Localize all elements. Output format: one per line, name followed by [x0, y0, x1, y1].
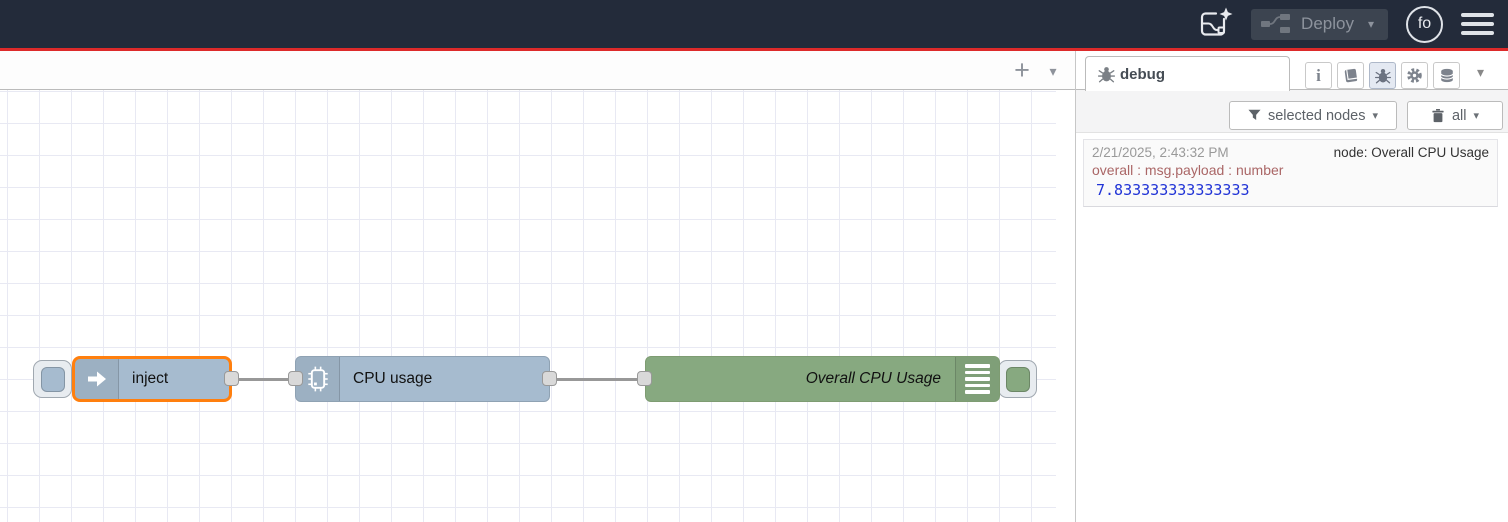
message-payload-value[interactable]: 7.833333333333333: [1096, 181, 1250, 199]
avatar-initials: fo: [1417, 15, 1432, 32]
bug-icon: [1374, 68, 1391, 83]
sidebar-toolbar: i: [1305, 62, 1460, 89]
flow-sparkle-icon: [1200, 7, 1233, 36]
assistant-flow-icon[interactable]: [1195, 6, 1233, 42]
deploy-label: Deploy: [1301, 14, 1354, 33]
debug-sidebar: debug i: [1075, 51, 1508, 522]
inject-trigger-button[interactable]: [33, 360, 72, 398]
trash-icon: [1432, 109, 1444, 123]
user-avatar[interactable]: fo: [1406, 5, 1443, 43]
message-timestamp: 2/21/2025, 2:43:32 PM: [1092, 145, 1229, 160]
node-cpu-usage[interactable]: CPU usage: [295, 356, 550, 402]
add-flow-button[interactable]: +: [1006, 54, 1038, 86]
chevron-down-icon: ▾: [1473, 110, 1480, 122]
debug-sidebar-icon: [965, 364, 990, 394]
database-icon: [1440, 68, 1453, 83]
main-menu-icon[interactable]: [1461, 9, 1494, 39]
inject-output-port[interactable]: [224, 371, 239, 386]
flow-canvas[interactable]: inject: [0, 90, 1075, 522]
node-label: CPU usage: [353, 370, 433, 387]
filter-label: selected nodes: [1267, 107, 1366, 124]
workspace: + ▾ inject: [0, 51, 1075, 522]
gear-icon: [1407, 68, 1422, 83]
debug-toggle-button[interactable]: [998, 360, 1037, 398]
sidebar-tab-bar: debug i: [1076, 51, 1508, 91]
debug-tab-button[interactable]: [1369, 62, 1396, 89]
bug-icon: [1098, 66, 1115, 82]
tab-debug-label: debug: [1120, 65, 1165, 83]
info-tab-button[interactable]: i: [1305, 62, 1332, 89]
node-label: Overall CPU Usage: [805, 370, 941, 387]
node-inject[interactable]: inject: [72, 356, 232, 402]
debug-filter-toolbar: selected nodes ▾ all ▾: [1076, 90, 1508, 133]
header-actions: Deploy ▾ fo: [1195, 0, 1494, 48]
deploy-icon: [1261, 14, 1291, 33]
canvas-scrollbar-track[interactable]: [1056, 90, 1075, 522]
header-accent-line: [0, 48, 1508, 51]
clear-label: all: [1451, 107, 1467, 124]
cpu-input-port[interactable]: [288, 371, 303, 386]
wire-cpu-to-debug[interactable]: [547, 378, 647, 381]
debug-message: 2/21/2025, 2:43:32 PM node: Overall CPU …: [1083, 139, 1498, 207]
context-data-tab-button[interactable]: [1433, 62, 1460, 89]
flow-tab-bar: + ▾: [0, 51, 1075, 90]
deploy-chevron-down-icon[interactable]: ▾: [1367, 17, 1374, 31]
config-nodes-tab-button[interactable]: [1401, 62, 1428, 89]
header-bar: Deploy ▾ fo: [0, 0, 1508, 48]
tab-debug[interactable]: debug: [1085, 56, 1290, 91]
filter-funnel-icon: [1248, 109, 1261, 121]
flow-list-chevron-down-icon[interactable]: ▾: [1040, 59, 1066, 83]
book-icon: [1344, 68, 1357, 82]
sidebar-options-chevron-down-icon[interactable]: ▾: [1477, 64, 1485, 80]
info-icon: i: [1316, 65, 1321, 85]
node-label: inject: [132, 370, 169, 387]
message-topic-type: overall : msg.payload : number: [1092, 162, 1284, 178]
filter-selected-nodes-button[interactable]: selected nodes ▾: [1229, 101, 1397, 130]
debug-input-port[interactable]: [637, 371, 652, 386]
debug-message-list: 2/21/2025, 2:43:32 PM node: Overall CPU …: [1076, 133, 1508, 522]
message-source-node[interactable]: node: Overall CPU Usage: [1333, 145, 1489, 160]
node-overall-cpu-usage[interactable]: Overall CPU Usage: [645, 356, 1000, 402]
deploy-button[interactable]: Deploy ▾: [1251, 8, 1388, 40]
chevron-down-icon: ▾: [1372, 110, 1379, 122]
cpu-output-port[interactable]: [542, 371, 557, 386]
help-tab-button[interactable]: [1337, 62, 1364, 89]
inject-arrow-icon: [87, 371, 106, 387]
cpu-chip-icon: [307, 366, 328, 392]
wire-inject-to-cpu[interactable]: [230, 378, 298, 381]
clear-messages-button[interactable]: all ▾: [1407, 101, 1503, 130]
